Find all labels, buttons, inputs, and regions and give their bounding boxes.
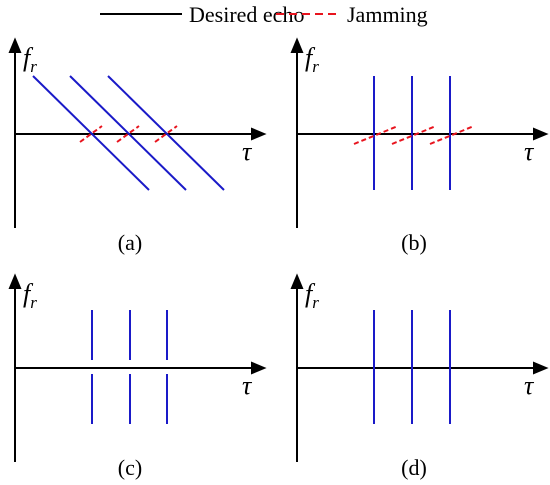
legend-desired-label: Desired echo — [189, 2, 304, 27]
panel-d-axes — [290, 273, 549, 462]
panel-a-jamming — [79, 125, 178, 143]
panel-d-x-label: τ — [524, 371, 535, 400]
panel-b: fr τ (b) — [290, 37, 549, 255]
legend: Desired echo Jamming — [100, 2, 428, 27]
panel-d-y-label: fr — [305, 279, 319, 312]
panel-c-desired-echoes — [91, 310, 168, 424]
panel-a: fr τ (a) — [8, 37, 267, 255]
desired-echo-line — [69, 75, 187, 191]
panel-c-axes — [8, 273, 267, 462]
legend-jamming-label: Jamming — [347, 2, 428, 27]
jamming-segment — [154, 125, 178, 143]
jamming-segment — [79, 125, 103, 143]
panel-a-caption: (a) — [118, 230, 142, 255]
desired-echo-line — [107, 75, 225, 191]
panel-a-axes — [8, 37, 267, 228]
panel-c-caption: (c) — [118, 455, 142, 480]
panel-a-x-label: τ — [242, 137, 253, 166]
panel-c-x-label: τ — [242, 371, 253, 400]
panel-b-y-label: fr — [305, 43, 319, 76]
desired-echo-line — [32, 75, 150, 191]
jamming-segment — [116, 125, 140, 143]
panel-b-desired-echoes — [373, 76, 451, 190]
panel-d-caption: (d) — [401, 455, 427, 480]
panel-a-desired-echoes — [32, 75, 225, 191]
panel-d-desired-echoes — [373, 310, 451, 424]
panel-d: fr τ (d) — [290, 273, 549, 480]
panel-b-caption: (b) — [401, 230, 427, 255]
panel-c-y-label: fr — [23, 279, 37, 312]
panel-a-y-label: fr — [23, 43, 37, 76]
panel-b-x-label: τ — [524, 137, 535, 166]
panel-c: fr τ (c) — [8, 273, 267, 480]
